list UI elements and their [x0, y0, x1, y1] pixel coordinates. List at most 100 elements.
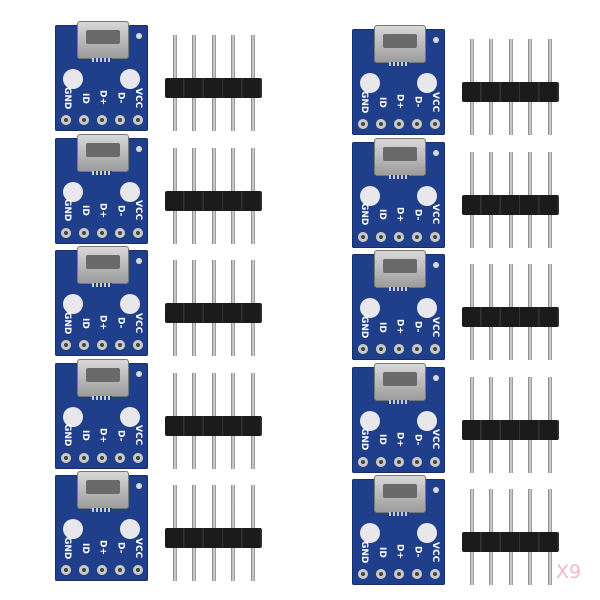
header-plastic-block	[462, 307, 559, 327]
pin-label: GND	[62, 536, 72, 560]
solder-pad	[394, 344, 404, 354]
pin-label: GND	[62, 199, 72, 222]
pin-label: VCC	[133, 425, 143, 446]
solder-pad	[412, 119, 422, 129]
marker-dot	[136, 483, 142, 489]
usb-pins	[389, 287, 409, 291]
pin-label: D+	[394, 206, 405, 222]
mounting-hole	[120, 519, 140, 539]
pin-label: D-	[412, 208, 423, 221]
pin-header	[462, 376, 559, 473]
header-plastic-block	[462, 419, 559, 440]
pin-header	[165, 372, 262, 469]
pin-label: ID	[376, 434, 387, 445]
solder-pad	[79, 115, 89, 125]
marker-dot	[433, 37, 439, 43]
usb-pins	[389, 174, 409, 179]
mounting-hole	[360, 523, 380, 543]
solder-pad	[133, 227, 143, 238]
solder-pad	[394, 569, 404, 579]
mounting-hole	[63, 181, 83, 202]
header-plastic-block	[165, 528, 262, 548]
solder-pad	[394, 231, 404, 242]
pin-label: ID	[79, 317, 90, 329]
solder-pad	[358, 231, 368, 242]
pin-header	[165, 35, 262, 131]
usb-pins	[92, 170, 112, 175]
solder-pad	[412, 456, 422, 467]
marker-dot	[136, 258, 142, 264]
micro-usb-connector	[77, 21, 129, 59]
mounting-hole	[360, 185, 380, 206]
header-plastic-block	[462, 82, 559, 102]
pin-label: GND	[62, 311, 72, 335]
marker-dot	[136, 370, 142, 377]
pin-label: D+	[97, 540, 108, 556]
solder-pad	[97, 340, 107, 350]
solder-pad	[376, 231, 386, 242]
pin-header	[165, 147, 262, 244]
solder-pad	[61, 452, 71, 463]
pin-label: D-	[412, 96, 423, 108]
solder-pad	[61, 115, 71, 125]
micro-usb-connector	[374, 362, 426, 401]
header-plastic-block	[462, 194, 559, 215]
micro-usb-connector	[374, 137, 426, 176]
solder-pad	[97, 452, 107, 463]
pin-header	[462, 264, 559, 360]
pin-label: VCC	[430, 316, 440, 338]
mounting-hole	[417, 410, 437, 431]
mounting-hole	[360, 73, 380, 93]
solder-pad	[115, 452, 125, 463]
pin-label: D-	[115, 429, 126, 442]
usb-pins	[389, 62, 409, 66]
solder-pad	[97, 227, 107, 238]
micro-usb-connector	[77, 133, 129, 172]
mounting-hole	[120, 181, 140, 202]
solder-pad	[133, 452, 143, 463]
header-plastic-block	[165, 190, 262, 211]
mounting-hole	[120, 294, 140, 314]
pin-label: D-	[412, 433, 423, 446]
solder-pad	[376, 456, 386, 467]
pin-label: GND	[359, 315, 369, 339]
micro-usb-connector	[374, 475, 426, 513]
pin-label: VCC	[133, 87, 143, 109]
micro-usb-connector	[374, 250, 426, 288]
solder-pad	[115, 565, 125, 575]
solder-pad	[133, 565, 143, 575]
micro-usb-connector	[77, 471, 129, 509]
mounting-hole	[360, 410, 380, 431]
mounting-hole	[63, 519, 83, 539]
usb-pins	[92, 508, 112, 512]
pin-label: VCC	[430, 91, 440, 113]
pin-header	[165, 485, 262, 581]
solder-pad	[412, 231, 422, 242]
header-plastic-block	[165, 303, 262, 323]
pin-label: D-	[115, 542, 126, 554]
solder-pad	[61, 565, 71, 575]
pin-label: GND	[359, 203, 369, 226]
solder-pad	[412, 344, 422, 354]
pin-label: D+	[97, 315, 108, 331]
usb-pins	[92, 283, 112, 287]
pin-label: ID	[376, 546, 387, 558]
header-plastic-block	[165, 415, 262, 436]
pin-label: ID	[376, 96, 387, 108]
pin-label: VCC	[133, 537, 143, 559]
solder-pad	[430, 231, 440, 242]
pin-label: VCC	[430, 204, 440, 225]
pin-label: GND	[62, 86, 72, 110]
solder-pad	[430, 456, 440, 467]
solder-pad	[358, 119, 368, 129]
pin-label: D-	[412, 321, 423, 333]
pin-header	[462, 489, 559, 585]
pin-label: D-	[115, 92, 126, 104]
pin-label: ID	[79, 205, 90, 216]
pin-header	[462, 39, 559, 135]
